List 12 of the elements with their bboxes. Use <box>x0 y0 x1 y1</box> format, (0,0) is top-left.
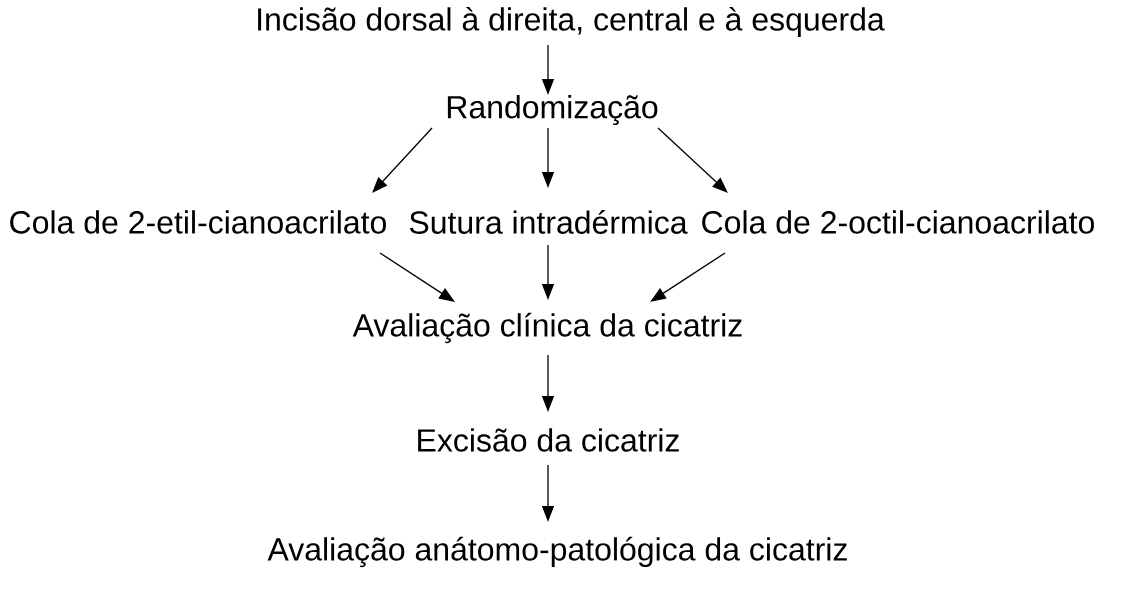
step-text: Avaliação clínica da cicatriz <box>352 312 742 344</box>
step-text: Incisão dorsal à direita, central e à esquerda <box>258 6 885 38</box>
arrow <box>650 252 726 302</box>
arrow <box>372 127 433 193</box>
step-text: Sutura intradérmica <box>409 210 688 234</box>
step-text: Cola de 2-etil-cianoacrilato <box>10 210 386 234</box>
step-text: Avaliação anátomo-patológica da cicatriz <box>267 536 847 568</box>
step-text: Cola de 2-octil-cianoacrilato <box>702 210 1094 234</box>
arrow <box>657 127 728 193</box>
step-text: Randomização <box>447 95 658 125</box>
arrow <box>379 252 455 302</box>
step-text: Excisão da cicatriz <box>418 428 679 452</box>
